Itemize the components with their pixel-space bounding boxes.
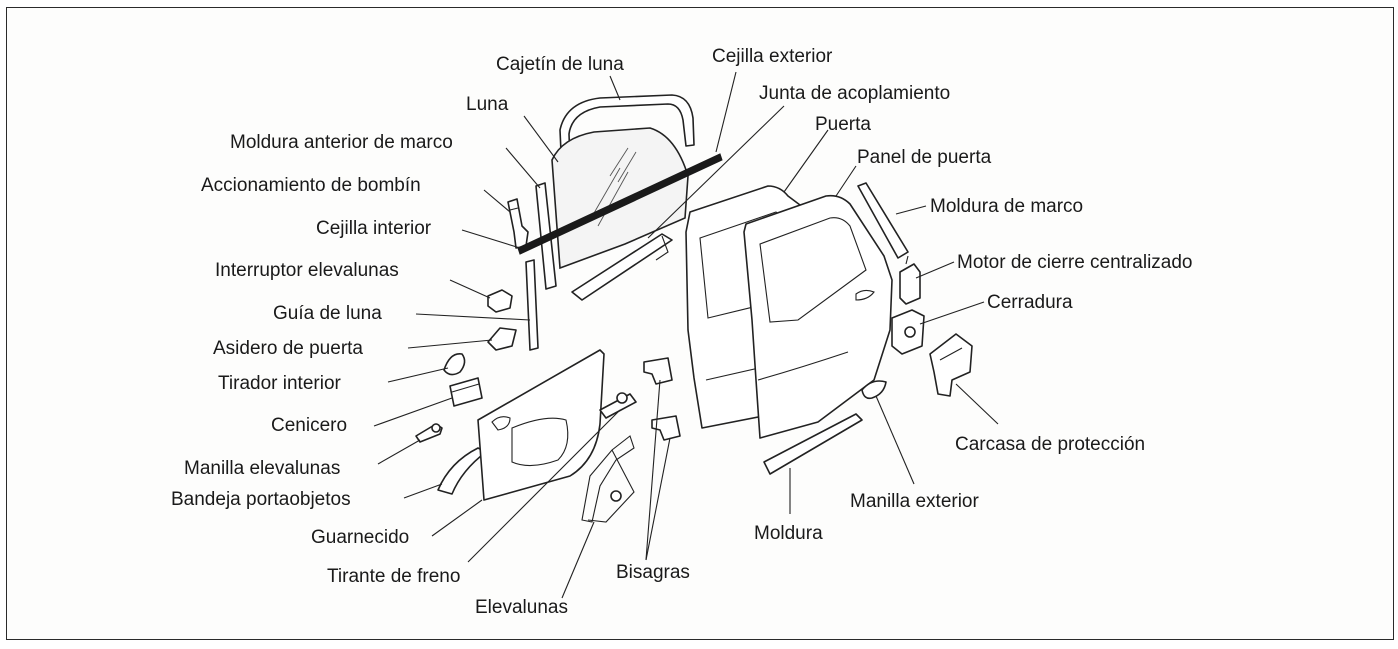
label-elevalunas: Elevalunas	[475, 597, 568, 618]
leader-cenicero	[373, 397, 453, 427]
label-moldura-anterior-de-marco: Moldura anterior de marco	[230, 132, 453, 153]
leader-panel-de-puerta	[835, 165, 857, 197]
leader-guia-de-luna	[415, 313, 531, 321]
leader-guarnecido	[431, 499, 483, 537]
label-tirador-interior: Tirador interior	[218, 373, 342, 394]
label-panel-de-puerta: Panel de puerta	[857, 147, 992, 168]
leader-elevalunas	[561, 521, 595, 599]
leader-puerta	[783, 129, 829, 193]
window-regulator-part	[581, 435, 635, 523]
label-guarnecido: Guarnecido	[311, 527, 409, 548]
label-guia-de-luna: Guía de luna	[273, 303, 382, 324]
label-cejilla-exterior: Cejilla exterior	[712, 46, 833, 67]
leader-moldura-de-marco	[895, 205, 927, 215]
leader-motor-de-cierre	[915, 261, 955, 279]
exterior-handle-part	[861, 380, 887, 400]
door-grab-handle-part	[487, 327, 517, 351]
label-cejilla-interior: Cejilla interior	[316, 218, 432, 239]
ashtray-part	[449, 377, 483, 407]
leader-bisagras-b	[645, 437, 671, 561]
central-lock-motor-part	[899, 255, 921, 305]
rear-frame-moulding-part	[857, 182, 909, 259]
leader-moldura-anterior-de-marco	[505, 147, 541, 189]
hinges-part	[643, 357, 681, 441]
leader-luna	[523, 115, 559, 163]
label-bisagras: Bisagras	[616, 562, 690, 583]
label-luna: Luna	[466, 94, 509, 115]
lock-cylinder-actuator-part	[507, 198, 529, 249]
label-manilla-exterior: Manilla exterior	[850, 491, 979, 512]
door-trim-panel-part	[477, 349, 605, 501]
label-cerradura: Cerradura	[987, 292, 1073, 313]
door-pocket-part	[437, 447, 487, 495]
label-interruptor-elevalunas: Interruptor elevalunas	[215, 260, 399, 281]
window-switch-part	[487, 289, 513, 313]
leader-cajetin-de-luna	[609, 75, 621, 101]
inner-handle-part	[443, 353, 466, 376]
leader-manilla-elevalunas	[377, 439, 421, 465]
leader-interruptor-elevalunas	[449, 279, 491, 299]
label-tirante-de-freno: Tirante de freno	[327, 566, 460, 587]
label-moldura-de-marco: Moldura de marco	[930, 196, 1083, 217]
protective-cover-part	[929, 333, 973, 397]
label-asidero-de-puerta: Asidero de puerta	[213, 338, 363, 359]
outer-weatherstrip-part	[517, 153, 723, 255]
leader-manilla-exterior	[875, 395, 915, 485]
label-accionamiento-de-bombin: Accionamiento de bombín	[201, 175, 421, 196]
leader-cejilla-exterior	[715, 71, 737, 153]
leader-accionamiento-de-bombin	[483, 189, 511, 213]
door-lock-part	[891, 309, 925, 355]
leader-bisagras-a	[645, 379, 661, 561]
label-cajetin-de-luna: Cajetín de luna	[496, 54, 624, 75]
leader-carcasa-de-proteccion	[955, 383, 999, 425]
window-glass-part	[551, 127, 689, 270]
window-guide-part	[525, 259, 539, 351]
label-manilla-elevalunas: Manilla elevalunas	[184, 458, 340, 479]
door-panel-part	[743, 194, 893, 439]
label-junta-de-acoplamiento: Junta de acoplamiento	[759, 83, 950, 104]
window-channel-part	[559, 94, 695, 263]
coupling-seal-part	[571, 233, 673, 301]
leader-bandeja-portaobjetos	[403, 483, 443, 499]
leader-tirante-de-freno	[467, 409, 621, 563]
leader-junta-de-acoplamiento	[647, 105, 785, 239]
side-moulding-part	[763, 413, 863, 475]
window-crank-part	[415, 423, 443, 443]
leader-cejilla-interior	[461, 229, 521, 249]
leader-tirador-interior	[387, 367, 449, 383]
leader-asidero-de-puerta	[407, 339, 493, 349]
label-cenicero: Cenicero	[271, 415, 347, 436]
labels: Cajetín de luna Cejilla exterior Junta d…	[171, 46, 1193, 618]
label-moldura: Moldura	[754, 523, 823, 544]
leader-cerradura	[919, 301, 985, 325]
door-check-strap-part	[599, 392, 637, 419]
leader-lines	[373, 71, 999, 599]
label-puerta: Puerta	[815, 114, 871, 135]
label-motor-de-cierre-centralizado: Motor de cierre centralizado	[957, 252, 1193, 273]
label-bandeja-portaobjetos: Bandeja portaobjetos	[171, 489, 351, 510]
label-carcasa-de-proteccion: Carcasa de protección	[955, 434, 1145, 455]
